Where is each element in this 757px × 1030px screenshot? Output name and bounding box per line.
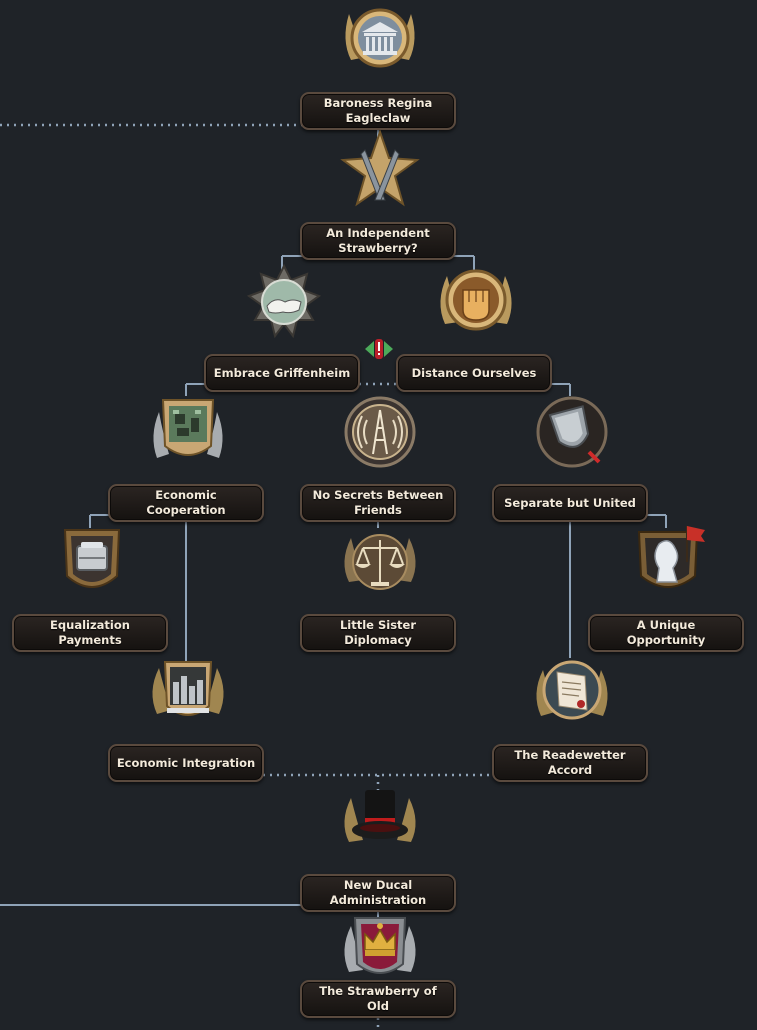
focus-little-sister-diplomacy[interactable]: Little Sister Diplomacy	[300, 522, 460, 652]
focus-label: Equalization Payments	[50, 618, 130, 647]
focus-label-plate: Little Sister Diplomacy	[300, 614, 456, 652]
focus-distance-ourselves[interactable]: Distance Ourselves	[396, 262, 556, 392]
focus-label-plate: Distance Ourselves	[396, 354, 552, 392]
top-hat-icon	[337, 782, 423, 862]
radio-tower-icon	[337, 392, 423, 472]
industry-map-icon	[145, 392, 231, 472]
focus-label-plate: New Ducal Administration	[300, 874, 456, 912]
focus-label: Economic Integration	[116, 755, 256, 770]
focus-separate-but-united[interactable]: Separate but United	[492, 392, 652, 522]
focus-new-ducal-administration[interactable]: New Ducal Administration	[300, 782, 460, 912]
focus-label-plate: Separate but United	[492, 484, 648, 522]
focus-economic-integration[interactable]: Economic Integration	[108, 652, 268, 782]
scales-icon	[337, 522, 423, 602]
focus-an-independent-strawberry[interactable]: An Independent Strawberry?	[300, 130, 460, 260]
focus-label: Baroness Regina Eagleclaw	[323, 96, 433, 125]
focus-label: The Strawberry of Old	[319, 984, 437, 1013]
shield-icon	[529, 392, 615, 472]
focus-label: New Ducal Administration	[329, 878, 427, 907]
focus-economic-cooperation[interactable]: Economic Cooperation	[108, 392, 268, 522]
focus-label: The Readewetter Accord	[514, 748, 626, 777]
focus-label-plate: Equalization Payments	[12, 614, 168, 652]
focus-the-readewetter-accord[interactable]: The Readewetter Accord	[492, 652, 652, 782]
focus-label-plate: The Strawberry of Old	[300, 980, 456, 1018]
focus-label-plate: Economic Integration	[108, 744, 264, 782]
focus-label: Little Sister Diplomacy	[339, 618, 417, 647]
focus-label-plate: Baroness Regina Eagleclaw	[300, 92, 456, 130]
factory-city-icon	[145, 652, 231, 732]
focus-label-plate: A Unique Opportunity	[588, 614, 744, 652]
focus-label: Distance Ourselves	[411, 365, 537, 380]
focus-baroness-regina-eagleclaw[interactable]: Baroness Regina Eagleclaw	[300, 0, 460, 130]
focus-label: A Unique Opportunity	[626, 618, 706, 647]
focus-label: No Secrets Between Friends	[312, 488, 444, 517]
focus-embrace-griffenheim[interactable]: Embrace Griffenheim	[204, 262, 364, 392]
mutually-exclusive-icon	[365, 338, 393, 360]
parthenon-icon	[337, 0, 423, 80]
focus-label-plate: Embrace Griffenheim	[204, 354, 360, 392]
focus-label-plate: Economic Cooperation	[108, 484, 264, 522]
focus-label: Embrace Griffenheim	[213, 365, 351, 380]
focus-label: An Independent Strawberry?	[326, 226, 430, 255]
focus-label: Economic Cooperation	[146, 488, 226, 517]
focus-label: Separate but United	[504, 495, 636, 510]
coin-stack-icon	[49, 522, 135, 602]
treaty-document-icon	[529, 652, 615, 732]
focus-a-unique-opportunity[interactable]: A Unique Opportunity	[588, 522, 748, 652]
handshake-icon	[241, 262, 327, 342]
griffin-statue-flag-icon	[625, 522, 711, 602]
focus-no-secrets-between-friends[interactable]: No Secrets Between Friends	[300, 392, 460, 522]
crossed-spears-star-icon	[337, 130, 423, 210]
focus-equalization-payments[interactable]: Equalization Payments	[12, 522, 172, 652]
fist-icon	[433, 262, 519, 342]
focus-the-strawberry-of-old[interactable]: The Strawberry of Old	[300, 888, 460, 1018]
focus-label-plate: An Independent Strawberry?	[300, 222, 456, 260]
focus-label-plate: The Readewetter Accord	[492, 744, 648, 782]
royal-crown-icon	[337, 910, 423, 990]
focus-label-plate: No Secrets Between Friends	[300, 484, 456, 522]
